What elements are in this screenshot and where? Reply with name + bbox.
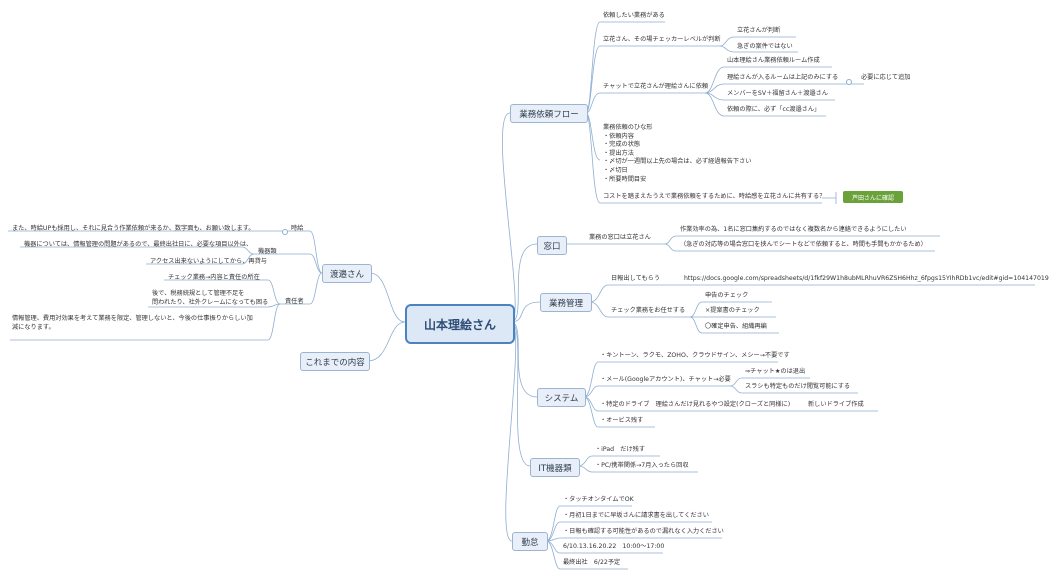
flow-item-add-as-needed[interactable]: 必要に応じて追加 (861, 74, 911, 81)
flow-item-cost-share[interactable]: コストを踏まえたうえで業務依頼をするために、時給感を立花さんに共有する？ (603, 193, 826, 200)
system-item-leave-chat[interactable]: ⇒チャット★のは退出 (745, 368, 806, 375)
attendance-item-touch-on[interactable]: ・タッチオンタイムでOK (563, 496, 634, 503)
it-item-pc-collect[interactable]: ・PC/携帯関係→7月入ったら回収 (595, 462, 689, 469)
flow-item-chat-request[interactable]: チャットで立花さんが理絵さんに依頼 (603, 83, 709, 90)
mgmt-item-declaration-check[interactable]: 申告のチェック (705, 292, 749, 299)
mgmt-item-check-work[interactable]: チェック業務をお任せする (611, 307, 686, 314)
watanabe-item-wage[interactable]: 時給 (291, 225, 304, 232)
flow-item-template[interactable]: 業務依頼のひな形 ・依頼内容 ・完成の状態 ・提出方法 ・〆切が一週間以上先の場… (603, 124, 752, 183)
branch-contact-window[interactable]: 窓口 (537, 236, 567, 255)
system-item-new-drive[interactable]: 新しいドライブ作成 (808, 401, 864, 408)
attendance-item-invoice[interactable]: ・月初1日までに早坂さんに請求書を出してください (563, 512, 709, 519)
branch-system[interactable]: システム (537, 388, 586, 407)
branch-business-request-flow[interactable]: 業務依頼フロー (510, 104, 588, 123)
watanabe-item-risk[interactable]: 後で、税務続規として管理不足を 問われたり、社外クレームになっても困る (152, 290, 269, 306)
branch-business-management[interactable]: 業務管理 (540, 293, 592, 312)
attendance-item-last-day[interactable]: 最終出社 6/22予定 (563, 559, 621, 566)
flow-item-not-urgent[interactable]: 急ぎの案件ではない (737, 43, 793, 50)
flow-item-cc[interactable]: 依頼の際に、必ず「cc渡邉さん」 (727, 106, 821, 113)
flow-item-request[interactable]: 依頼したい業務がある (603, 12, 665, 19)
window-item-efficiency[interactable]: 作業効率の為、1名に窓口集約するのではなく複数名から連絡できるようにしたい (680, 226, 907, 233)
window-item-tachibana[interactable]: 業務の窓口は立花さん (589, 234, 651, 241)
watanabe-item-info-management[interactable]: 情報管理、費用対効果を考えて業務を限定、管理しないと、今後の仕事振りからしい加 … (12, 315, 253, 331)
watanabe-item-equipment-text[interactable]: 機器については、情報管理の問題があるので、最終出社日に、必要な項目以外は、 (24, 241, 253, 248)
mgmt-item-tax-return[interactable]: 〇確定申告、組織再編 (705, 323, 767, 330)
flow-item-create-room[interactable]: 山本理絵さん業務依頼ルーム作成 (727, 57, 820, 64)
it-item-ipad[interactable]: ・iPad だけ残す (595, 446, 646, 453)
mgmt-item-proposal-check[interactable]: ×提案書のチェック (705, 307, 760, 314)
branch-attendance[interactable]: 勤怠 (512, 532, 548, 551)
flow-item-members[interactable]: メンバーをSV＋福留さん＋渡邉さん (727, 90, 828, 97)
watanabe-item-wage-text[interactable]: また、時給UPも採用し、それに見合う作業依頼が来るか、数字面も、お願い致します。 (12, 225, 255, 232)
collapse-toggle-icon[interactable] (282, 229, 288, 235)
attendance-item-dates[interactable]: 6/10.13.16.20.22 10:00～17:00 (563, 543, 665, 550)
root-topic[interactable]: 山本理絵さん (405, 304, 515, 344)
flow-item-tachibana-judges[interactable]: 立花さんが判断 (737, 27, 781, 34)
system-item-orbis[interactable]: ・オービス残す (600, 417, 644, 424)
watanabe-item-equipment[interactable]: 機器類 (258, 248, 277, 255)
watanabe-item-check-work[interactable]: チェック業務→内容と責任の所在 (168, 274, 260, 281)
watanabe-item-equipment-text2[interactable]: アクセス出来ないようにしてから、再貸与 (150, 258, 267, 265)
mgmt-item-report-link[interactable]: https://docs.google.com/spreadsheets/d/1… (684, 275, 1049, 282)
flow-item-judgement[interactable]: 立花さん、その場チェッカーレベルが判断 (603, 36, 721, 43)
branch-it-equipment[interactable]: IT機器類 (530, 458, 580, 477)
confirm-tag[interactable]: 芦田さんに確認 (843, 191, 903, 203)
attendance-item-daily-input[interactable]: ・日報も確認する可能性があるので漏れなく入力ください (563, 528, 724, 535)
collapse-toggle-icon[interactable] (846, 79, 852, 85)
window-item-urgent-note[interactable]: （急ぎの対応等の場合窓口を挟んでシートなどで依頼すると、時間も手間もかかるため） (680, 241, 927, 248)
system-item-unneeded[interactable]: ・キントーン、ラクモ、ZOHO、クラウドサイン、メシー→不要です (600, 352, 790, 359)
branch-history[interactable]: これまでの内容 (300, 352, 370, 371)
system-item-drive[interactable]: ・特定のドライブ 理絵さんだけ見れるやつ設定(クローズと同様に) (600, 401, 791, 408)
system-item-needed[interactable]: ・メール(Googleアカウント)、チャット→必要 (600, 376, 731, 383)
watanabe-item-manager[interactable]: 責任者 (285, 298, 304, 305)
flow-item-room-limit[interactable]: 理絵さんが入るルームは上記のみにする (727, 74, 839, 81)
branch-watanabe[interactable]: 渡邉さん (322, 264, 372, 283)
mgmt-item-daily-report[interactable]: 日報出してもらう (611, 275, 661, 282)
system-item-view-limit[interactable]: スラシも特定ものだけ閲覧可能にする (745, 383, 851, 390)
